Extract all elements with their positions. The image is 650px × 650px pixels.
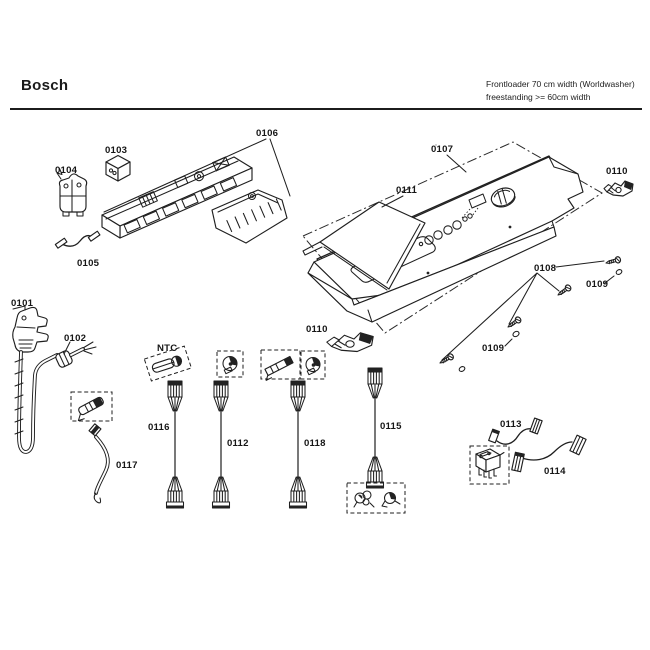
control-panel-assembly xyxy=(303,142,602,333)
link-cable-0114 xyxy=(512,435,586,472)
callout-0113[interactable]: 0113 xyxy=(500,419,522,430)
callout-0109-a[interactable]: 0109 xyxy=(586,279,608,290)
ntc-label: NTC xyxy=(157,343,177,354)
callout-0111[interactable]: 0111 xyxy=(396,185,418,196)
header-divider xyxy=(10,108,642,110)
link-cable-0113 xyxy=(489,418,542,444)
callout-0103[interactable]: 0103 xyxy=(105,145,127,156)
spec-line-1: Frontloader 70 cm width (Worldwasher) xyxy=(486,79,635,89)
bosch-logo: Bosch xyxy=(21,77,69,94)
harness-0117 xyxy=(89,424,108,503)
callout-0104[interactable]: 0104 xyxy=(55,165,78,176)
callout-0109-b[interactable]: 0109 xyxy=(482,343,504,354)
hinge-bracket-lower xyxy=(325,331,375,353)
ntc-sensor-harness-0116 xyxy=(144,346,191,509)
switch-component-box xyxy=(470,446,509,484)
power-cord-plug xyxy=(13,306,96,452)
harness-0118 xyxy=(261,350,325,509)
callout-0108[interactable]: 0108 xyxy=(534,263,557,274)
callout-0117[interactable]: 0117 xyxy=(116,460,138,471)
hinge-bracket-top-right xyxy=(603,180,634,197)
callout-0112[interactable]: 0112 xyxy=(227,438,249,449)
capacitor-cube-0103 xyxy=(106,156,130,182)
callout-0118[interactable]: 0118 xyxy=(304,438,326,449)
control-module-assembly xyxy=(102,139,290,243)
callout-0102[interactable]: 0102 xyxy=(64,333,86,344)
callout-0105[interactable]: 0105 xyxy=(77,258,100,269)
callout-0106[interactable]: 0106 xyxy=(256,128,278,139)
screws-and-washers xyxy=(437,255,622,372)
callout-0101[interactable]: 0101 xyxy=(11,298,34,309)
callout-0114[interactable]: 0114 xyxy=(544,466,566,477)
harness-0112 xyxy=(211,351,244,509)
model-spec-text: Frontloader 70 cm width (Worldwasher) fr… xyxy=(486,78,646,103)
cable-grommet xyxy=(55,350,74,369)
callout-0107[interactable]: 0107 xyxy=(431,144,453,155)
fuse-component-box xyxy=(71,392,112,422)
callout-0110-b[interactable]: 0110 xyxy=(306,324,328,335)
relay-component-0104 xyxy=(57,169,87,217)
fascia-panel-0111 xyxy=(303,196,425,290)
jumper-wire-0105 xyxy=(55,231,100,248)
callout-0110-a[interactable]: 0110 xyxy=(606,166,628,177)
program-knob xyxy=(489,185,518,210)
callout-0115[interactable]: 0115 xyxy=(380,421,402,432)
callout-0116[interactable]: 0116 xyxy=(148,422,170,433)
spec-line-2: freestanding >= 60cm width xyxy=(486,91,591,102)
harness-0115 xyxy=(347,367,405,513)
